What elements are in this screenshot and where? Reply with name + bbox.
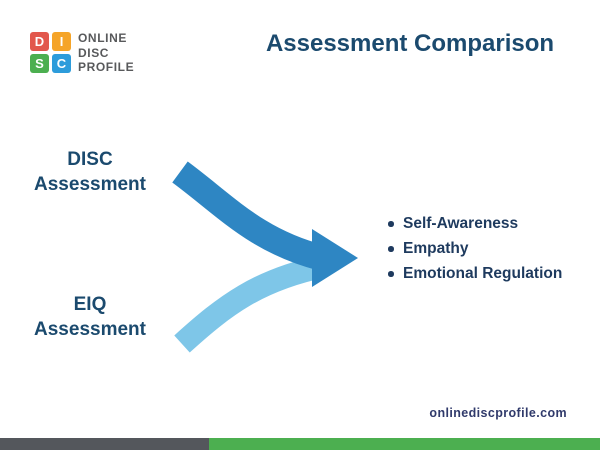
disc-arrow-band <box>172 161 326 271</box>
website-text: onlinediscprofile.com <box>429 406 567 420</box>
disc-assessment-label: DISC Assessment <box>10 147 170 197</box>
outcome-list: Self-Awareness Empathy Emotional Regulat… <box>385 211 595 286</box>
list-item-self-awareness: Self-Awareness <box>385 211 595 236</box>
logo: D I S C ONLINE DISC PROFILE <box>30 31 134 75</box>
footer-bar-gray-segment <box>0 438 209 450</box>
logo-wordmark: ONLINE DISC PROFILE <box>78 31 134 75</box>
eiq-label-line2: Assessment <box>34 319 146 340</box>
list-item-empathy: Empathy <box>385 236 595 261</box>
eiq-arrow-band <box>174 254 327 353</box>
logo-square-i: I <box>52 32 71 52</box>
eiq-assessment-label: EIQ Assessment <box>10 292 170 342</box>
arrowhead-icon <box>312 229 358 287</box>
logo-square-s: S <box>30 54 49 74</box>
footer-bar <box>0 438 600 450</box>
logo-line-profile: PROFILE <box>78 60 135 74</box>
logo-square-c: C <box>52 54 71 74</box>
logo-square-d: D <box>30 32 49 52</box>
eiq-label-line1: EIQ <box>73 294 107 315</box>
disc-logo-grid: D I S C <box>30 32 71 74</box>
page-title: Assessment Comparison <box>265 30 555 57</box>
disc-label-line1: DISC <box>67 149 113 170</box>
logo-line-disc: DISC <box>78 45 110 60</box>
list-item-emotional-regulation: Emotional Regulation <box>385 261 595 286</box>
logo-line-online: ONLINE <box>78 31 127 45</box>
disc-label-line2: Assessment <box>34 174 146 195</box>
footer-bar-green-segment <box>209 438 600 450</box>
